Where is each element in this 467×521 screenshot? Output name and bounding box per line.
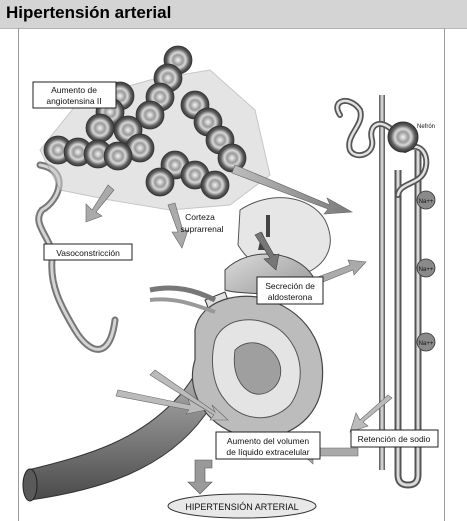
svg-text:Na++: Na++ [419,341,434,347]
svg-text:Aumento del volumen: Aumento del volumen [227,436,309,446]
svg-text:Secreción de: Secreción de [265,281,315,291]
svg-text:Na++: Na++ [419,199,434,205]
label-corteza-suprarrenal: Corteza suprarrenal [181,212,224,234]
svg-text:Vasoconstricción: Vasoconstricción [56,248,120,258]
label-na-2: Na++ [417,259,435,277]
label-secrecion-aldosterona: Secreción de aldosterona [257,277,323,304]
angiotensin-cluster [40,46,270,210]
svg-text:angiotensina II: angiotensina II [46,96,101,106]
label-nefron: Nefrón [417,124,435,130]
label-na-1: Na++ [417,191,435,209]
svg-text:de líquido extracelular: de líquido extracelular [226,447,309,457]
svg-text:Nefrón: Nefrón [417,124,435,130]
svg-text:suprarrenal: suprarrenal [181,224,224,234]
svg-text:Corteza: Corteza [185,212,215,222]
svg-text:Aumento de: Aumento de [51,85,97,95]
label-na-3: Na++ [417,333,435,351]
label-vasoconstriccion: Vasoconstricción [44,244,132,260]
svg-text:HIPERTENSIÓN ARTERIAL: HIPERTENSIÓN ARTERIAL [185,502,298,512]
svg-text:Na++: Na++ [419,267,434,273]
label-aumento-volumen: Aumento del volumen de líquido extracelu… [216,432,320,459]
label-aumento-angiotensina: Aumento de angiotensina II [33,82,116,108]
label-retencion-sodio: Retención de sodio [351,430,438,447]
label-hipertension-arterial: HIPERTENSIÓN ARTERIAL [168,494,316,518]
svg-text:aldosterona: aldosterona [268,292,313,302]
svg-text:Retención de sodio: Retención de sodio [358,434,431,444]
